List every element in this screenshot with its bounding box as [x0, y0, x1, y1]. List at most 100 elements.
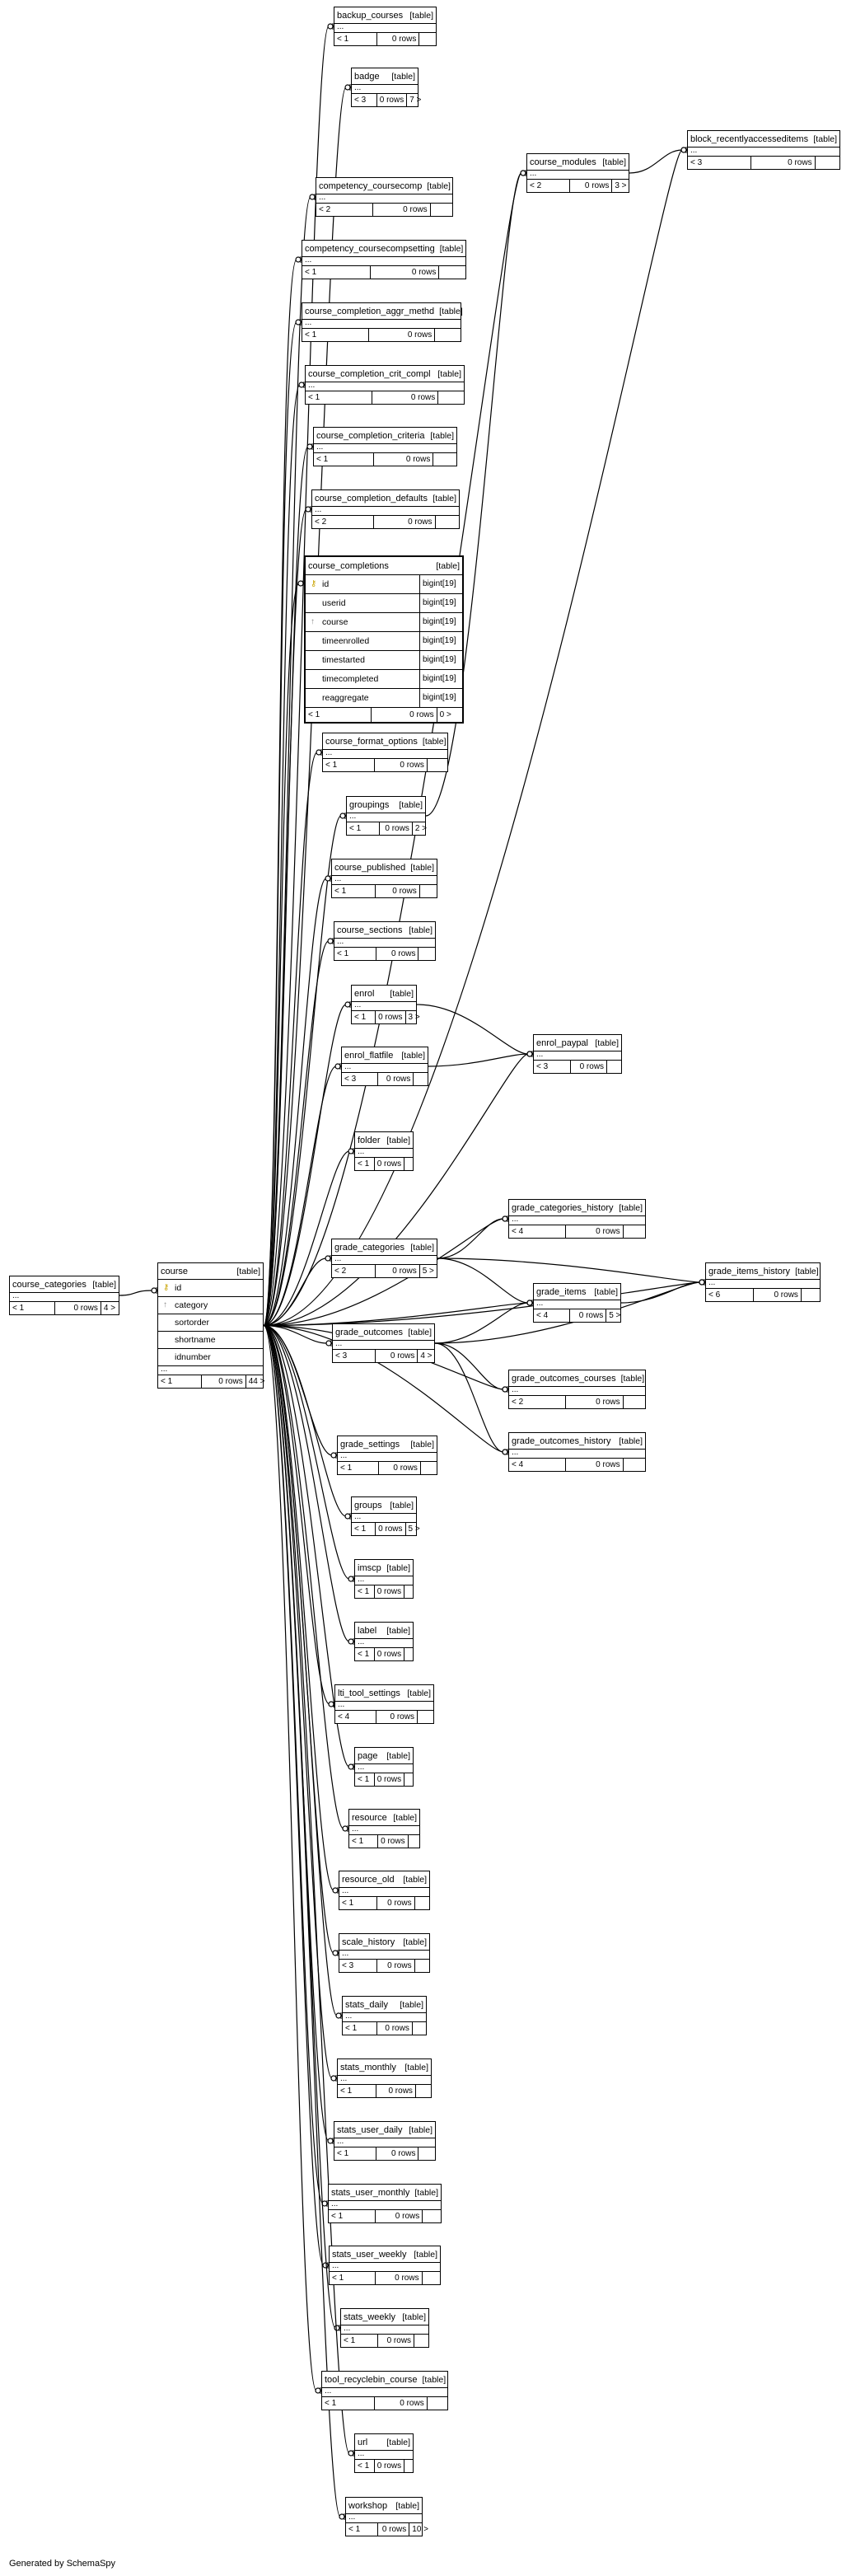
more-columns: ... — [355, 1763, 413, 1773]
table-course-completion-aggr-methd[interactable]: course_completion_aggr_methd[table]...< … — [302, 302, 463, 342]
table-header: scale_history[table] — [339, 1934, 429, 1951]
children-count — [419, 33, 436, 45]
table-header: badge[table] — [352, 68, 418, 85]
column-label: timestarted — [322, 655, 365, 665]
relationship-edge — [263, 1053, 529, 1327]
more-columns: ... — [534, 1300, 620, 1309]
table-name: block_recentlyaccesseditems — [690, 133, 809, 144]
parents-count: < 3 — [352, 94, 377, 106]
table-name: resource — [352, 1812, 387, 1823]
table-type: [table] — [410, 862, 434, 873]
table-type: [table] — [409, 10, 433, 21]
foreign-key-icon: ↑ — [311, 617, 315, 626]
table-type: [table] — [402, 2311, 426, 2322]
relationship-edge — [263, 321, 297, 1327]
crowfoot-optional-marker — [315, 2387, 321, 2394]
table-header: groups[table] — [352, 1497, 416, 1514]
row-count: 0 rows — [377, 33, 420, 45]
row-count: 0 rows — [372, 708, 437, 722]
parents-count: < 2 — [527, 180, 570, 192]
table-header: folder[table] — [355, 1132, 413, 1149]
column-name: shortname — [158, 1332, 263, 1348]
table-name: enrol — [354, 988, 375, 999]
row-count: 0 rows — [380, 822, 413, 835]
table-name: grade_categories_history — [512, 1202, 614, 1213]
generator-credit: Generated by SchemaSpy — [9, 2559, 116, 2569]
table-block-recentlyaccesseditems[interactable]: block_recentlyaccesseditems[table]...< 3… — [687, 130, 840, 170]
table-course-completion-crit-compl[interactable]: course_completion_crit_compl[table]...< … — [305, 365, 465, 405]
table-name: scale_history — [342, 1937, 395, 1947]
crowfoot-optional-marker — [344, 1513, 351, 1520]
table-type: [table] — [619, 1202, 643, 1213]
more-columns: ... — [316, 194, 452, 204]
crowfoot-optional-marker — [328, 1701, 334, 1707]
table-type: [table] — [236, 1266, 260, 1276]
more-columns: ... — [302, 319, 461, 329]
column-name: ⚷id — [158, 1280, 263, 1296]
table-header: enrol_paypal[table] — [534, 1035, 621, 1051]
more-columns: ... — [346, 2513, 422, 2523]
relationship-edge — [263, 1324, 317, 2391]
parents-count: < 1 — [334, 33, 377, 45]
crowfoot-optional-marker — [325, 875, 331, 882]
column-type: bigint[19] — [423, 655, 456, 664]
row-count: 0 rows — [376, 1265, 420, 1277]
table-competency-coursecompsetting[interactable]: competency_coursecompsetting[table]...< … — [302, 240, 466, 279]
children-count — [404, 2460, 413, 2472]
relationship-edge — [263, 1066, 337, 1327]
table-header: course [table] — [158, 1263, 263, 1280]
children-count — [423, 2272, 440, 2284]
table-type: [table] — [439, 306, 463, 316]
